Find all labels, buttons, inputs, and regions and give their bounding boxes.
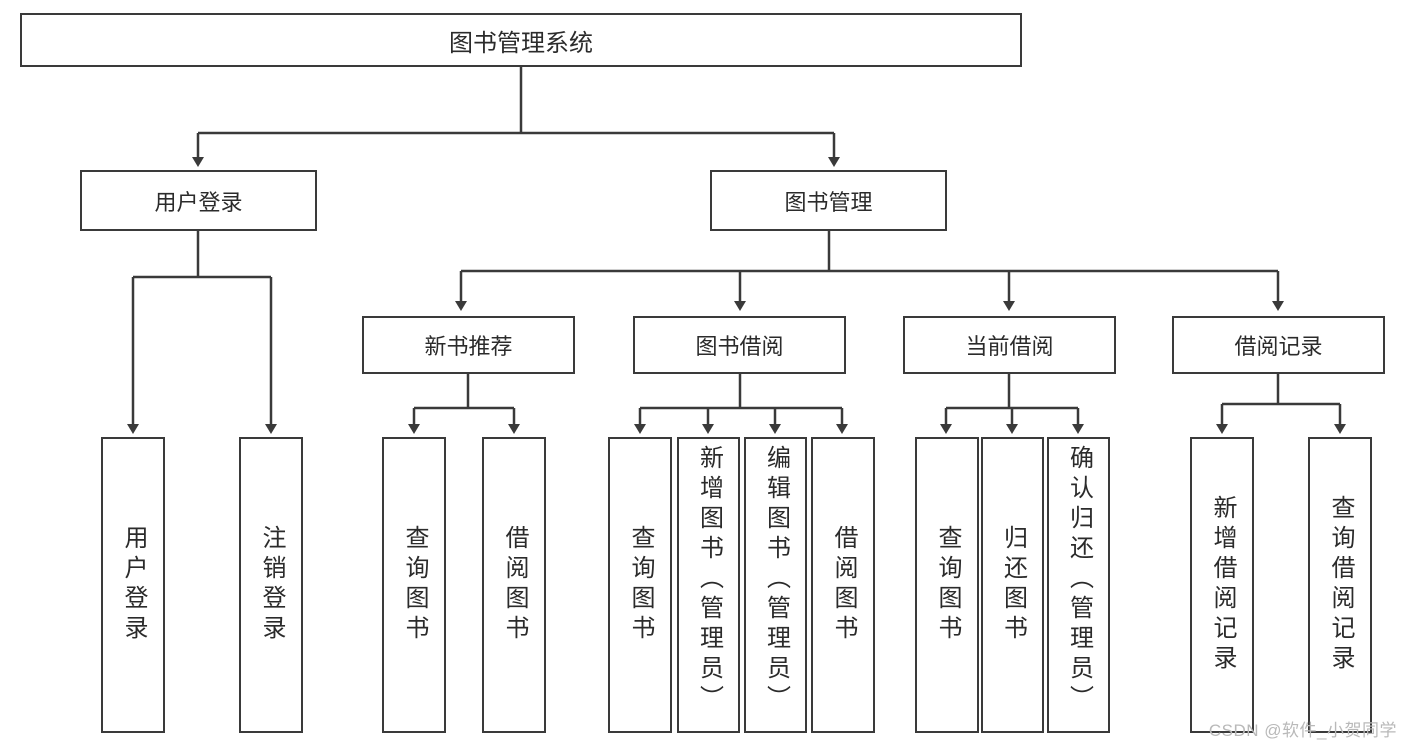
leaf-user-login[interactable]: 用户登录 <box>101 437 165 733</box>
watermark: CSDN @软件_小贺同学 <box>1208 721 1397 740</box>
leaf-add-record-label: 新增借阅记录 <box>1209 495 1236 675</box>
leaf-query-record[interactable]: 查询借阅记录 <box>1308 437 1372 733</box>
node-book-borrow-label: 图书借阅 <box>695 334 784 359</box>
node-book-manage[interactable]: 图书管理 <box>710 170 947 231</box>
node-root[interactable]: 图书管理系统 <box>20 13 1022 67</box>
leaf-confirm-return-label: 确认归还（管理员） <box>1065 445 1093 715</box>
leaf-add-book-label: 新增图书（管理员） <box>695 445 723 715</box>
leaf-borrow-book-2-label: 借阅图书 <box>830 525 857 645</box>
leaf-confirm-return[interactable]: 确认归还（管理员） <box>1047 437 1110 733</box>
node-current-borrow-label: 当前借阅 <box>965 334 1054 359</box>
leaf-logout[interactable]: 注销登录 <box>239 437 303 733</box>
leaf-add-record[interactable]: 新增借阅记录 <box>1190 437 1254 733</box>
node-user-login-label: 用户登录 <box>154 189 243 215</box>
leaf-query-book-2[interactable]: 查询图书 <box>608 437 672 733</box>
leaf-query-book-3-label: 查询图书 <box>934 525 961 645</box>
leaf-query-record-label: 查询借阅记录 <box>1327 495 1354 675</box>
leaf-borrow-book-2[interactable]: 借阅图书 <box>811 437 875 733</box>
node-current-borrow[interactable]: 当前借阅 <box>903 316 1116 374</box>
leaf-query-book-3[interactable]: 查询图书 <box>915 437 979 733</box>
leaf-query-book-1[interactable]: 查询图书 <box>382 437 446 733</box>
leaf-user-login-label: 用户登录 <box>120 525 147 645</box>
node-new-book-recommend-label: 新书推荐 <box>424 334 513 359</box>
leaf-edit-book[interactable]: 编辑图书（管理员） <box>744 437 807 733</box>
node-book-manage-label: 图书管理 <box>784 189 873 215</box>
node-user-login[interactable]: 用户登录 <box>80 170 317 231</box>
node-book-borrow[interactable]: 图书借阅 <box>633 316 846 374</box>
leaf-return-book[interactable]: 归还图书 <box>981 437 1044 733</box>
node-new-book-recommend[interactable]: 新书推荐 <box>362 316 575 374</box>
leaf-query-book-2-label: 查询图书 <box>627 525 654 645</box>
leaf-return-book-label: 归还图书 <box>999 525 1027 645</box>
node-root-label: 图书管理系统 <box>449 29 593 57</box>
leaf-logout-label: 注销登录 <box>258 525 285 645</box>
leaf-borrow-book-1-label: 借阅图书 <box>501 525 528 645</box>
node-borrow-record[interactable]: 借阅记录 <box>1172 316 1385 374</box>
node-borrow-record-label: 借阅记录 <box>1234 334 1323 359</box>
leaf-add-book[interactable]: 新增图书（管理员） <box>677 437 740 733</box>
leaf-query-book-1-label: 查询图书 <box>401 525 428 645</box>
leaf-borrow-book-1[interactable]: 借阅图书 <box>482 437 546 733</box>
leaf-edit-book-label: 编辑图书（管理员） <box>762 445 790 715</box>
